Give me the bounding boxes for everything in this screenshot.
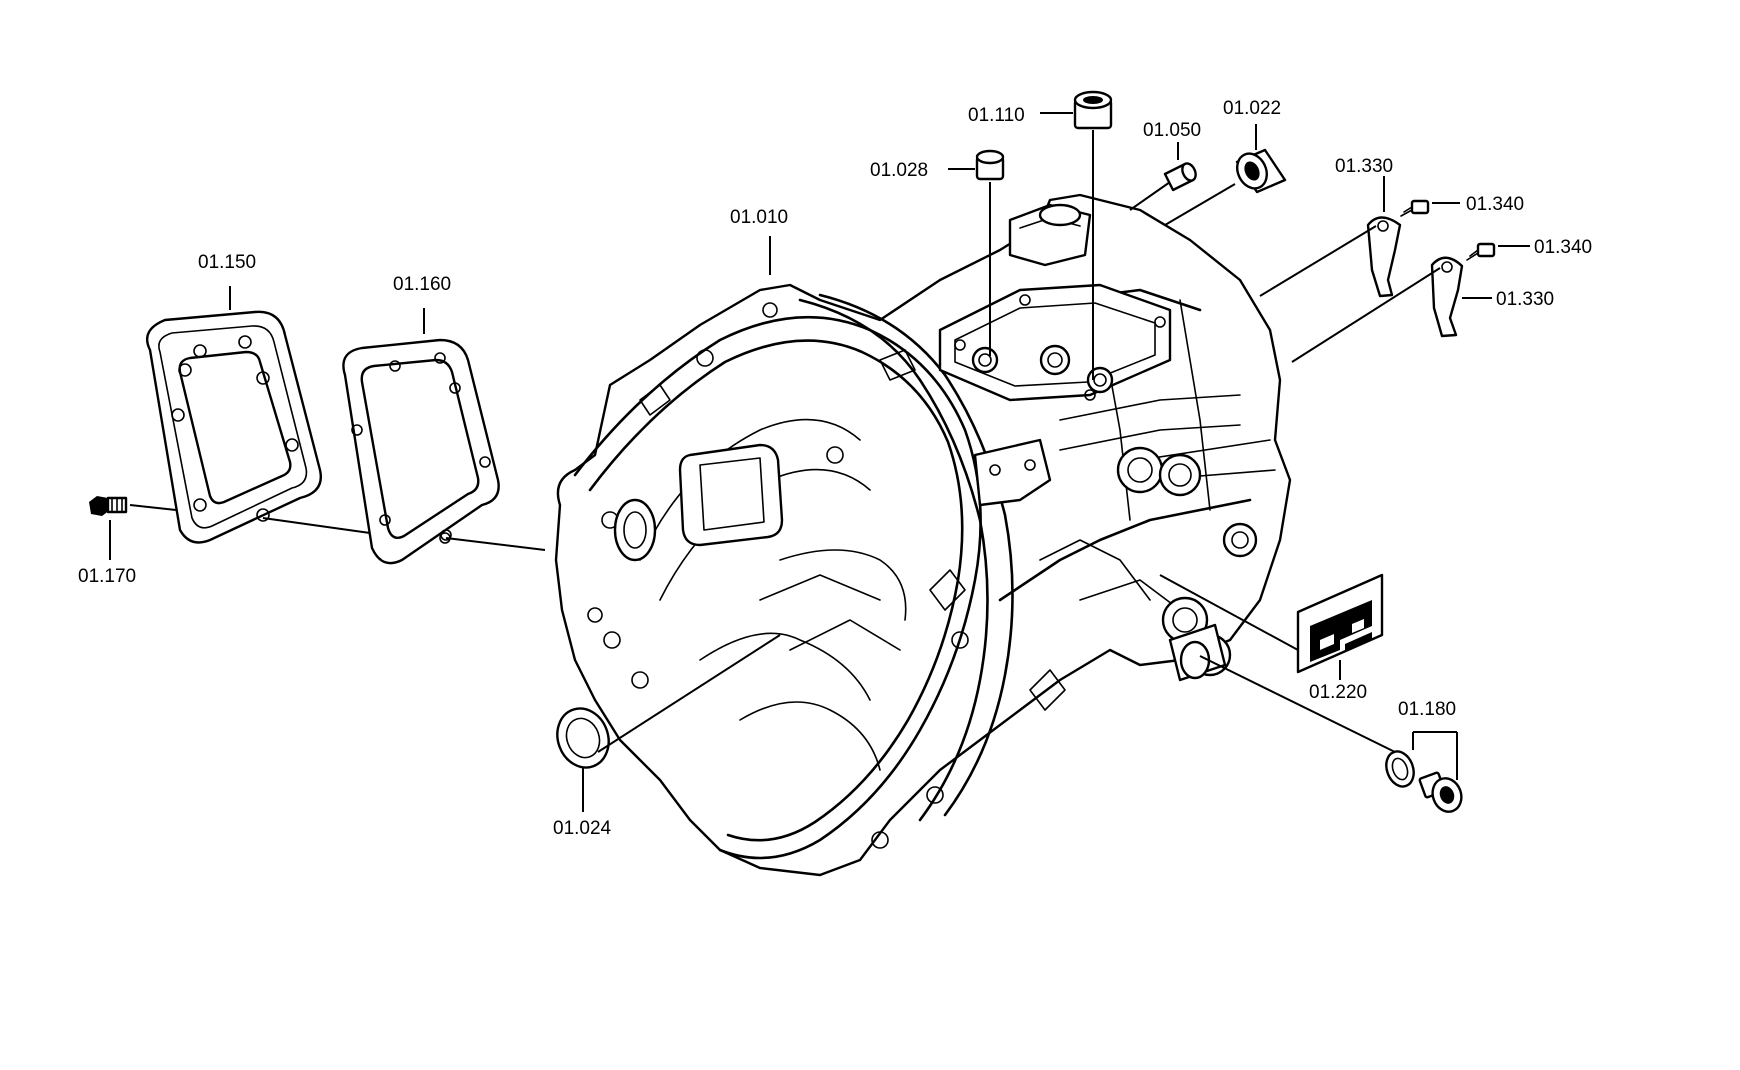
label-01-220: 01.220 bbox=[1309, 682, 1367, 703]
label-01-180: 01.180 bbox=[1398, 699, 1456, 720]
plug-01-028[interactable] bbox=[975, 149, 1005, 181]
breather-01-170[interactable] bbox=[89, 496, 128, 516]
bracket-01-330-lower[interactable] bbox=[1430, 256, 1464, 338]
drain-plug-kit-01-180[interactable] bbox=[1382, 748, 1466, 816]
gasket-01-160[interactable] bbox=[342, 338, 500, 565]
type-plate-01-220[interactable] bbox=[1296, 573, 1384, 674]
label-01-160: 01.160 bbox=[393, 274, 451, 295]
label-01-010: 01.010 bbox=[730, 207, 788, 228]
bushing-01-022[interactable] bbox=[1232, 148, 1287, 194]
leader-lines bbox=[109, 112, 1530, 812]
label-01-330-upper: 01.330 bbox=[1335, 156, 1393, 177]
label-01-340-lower: 01.340 bbox=[1534, 237, 1592, 258]
dowel-pin-01-050[interactable] bbox=[1163, 161, 1198, 192]
label-01-028: 01.028 bbox=[870, 160, 928, 181]
label-01-150: 01.150 bbox=[198, 252, 256, 273]
cover-plate-01-150[interactable] bbox=[145, 310, 322, 544]
part-labels: 01.010 01.150 01.160 01.170 01.024 01.02… bbox=[78, 98, 1592, 839]
screw-01-340-upper[interactable] bbox=[1400, 199, 1430, 217]
label-01-022: 01.022 bbox=[1223, 98, 1281, 119]
bracket-01-330-upper[interactable] bbox=[1366, 216, 1402, 298]
transmission-housing-01-010[interactable] bbox=[554, 193, 1292, 877]
label-01-024: 01.024 bbox=[553, 818, 612, 839]
label-01-110: 01.110 bbox=[968, 105, 1025, 126]
bushing-01-110[interactable] bbox=[1073, 90, 1113, 130]
screw-01-340-lower[interactable] bbox=[1466, 242, 1496, 261]
label-01-050: 01.050 bbox=[1143, 120, 1201, 141]
seal-ring-01-024[interactable] bbox=[549, 701, 617, 774]
label-01-170: 01.170 bbox=[78, 566, 136, 587]
label-01-330-lower: 01.330 bbox=[1496, 289, 1554, 310]
label-01-340-upper: 01.340 bbox=[1466, 194, 1524, 215]
